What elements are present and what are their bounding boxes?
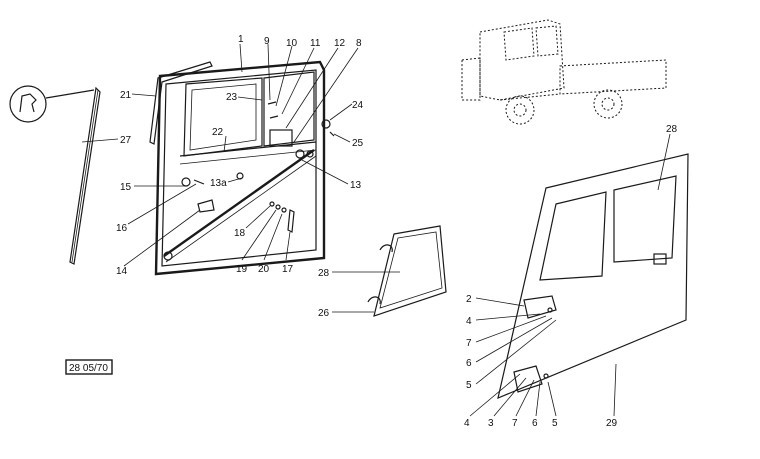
reference-box: 28 05/70 [65,359,113,375]
callout-26: 26 [318,308,330,319]
callout-20: 20 [258,264,270,275]
callout-7-lower: 7 [512,418,518,429]
callout-3: 3 [488,418,494,429]
callout-24: 24 [352,100,364,111]
callout-15: 15 [120,182,132,193]
callout-5-upper: 5 [466,380,472,391]
callout-6-upper: 6 [466,358,472,369]
leader-lines [81,43,671,417]
reference-code: 28 05/70 [69,363,108,374]
callout-22: 22 [212,127,224,138]
callout-2: 2 [466,294,472,305]
window-pane-26 [367,225,447,317]
callout-21: 21 [120,90,132,101]
callout-6-lower: 6 [532,418,538,429]
truck-sketch [461,19,667,125]
callout-13a: 13a [210,178,227,189]
seal-profile-detail [9,85,95,123]
callout-17: 17 [282,264,294,275]
callout-7-upper: 7 [466,338,472,349]
callout-28-panel: 28 [666,124,678,135]
callout-1: 1 [238,34,244,45]
callout-10: 10 [286,38,298,49]
callout-13: 13 [350,180,362,191]
callout-29: 29 [606,418,618,429]
callout-5-lower: 5 [552,418,558,429]
callout-9: 9 [264,36,270,47]
callout-12: 12 [334,38,346,49]
callout-28-window: 28 [318,268,330,279]
callout-11: 11 [310,38,321,49]
seal-strip-21 [149,61,213,145]
callout-19: 19 [236,264,248,275]
callout-25: 25 [352,138,364,149]
door-panel-29 [497,153,689,399]
callout-4-lower: 4 [464,418,470,429]
callout-14: 14 [116,266,128,277]
callout-23: 23 [226,92,238,103]
callout-27: 27 [120,135,132,146]
door-frame [154,60,326,276]
seal-strip-27 [69,86,101,265]
callout-18: 18 [234,228,246,239]
callout-16: 16 [116,223,128,234]
callout-4-upper: 4 [466,316,472,327]
loose-fasteners [269,119,335,233]
callout-8: 8 [356,38,362,49]
